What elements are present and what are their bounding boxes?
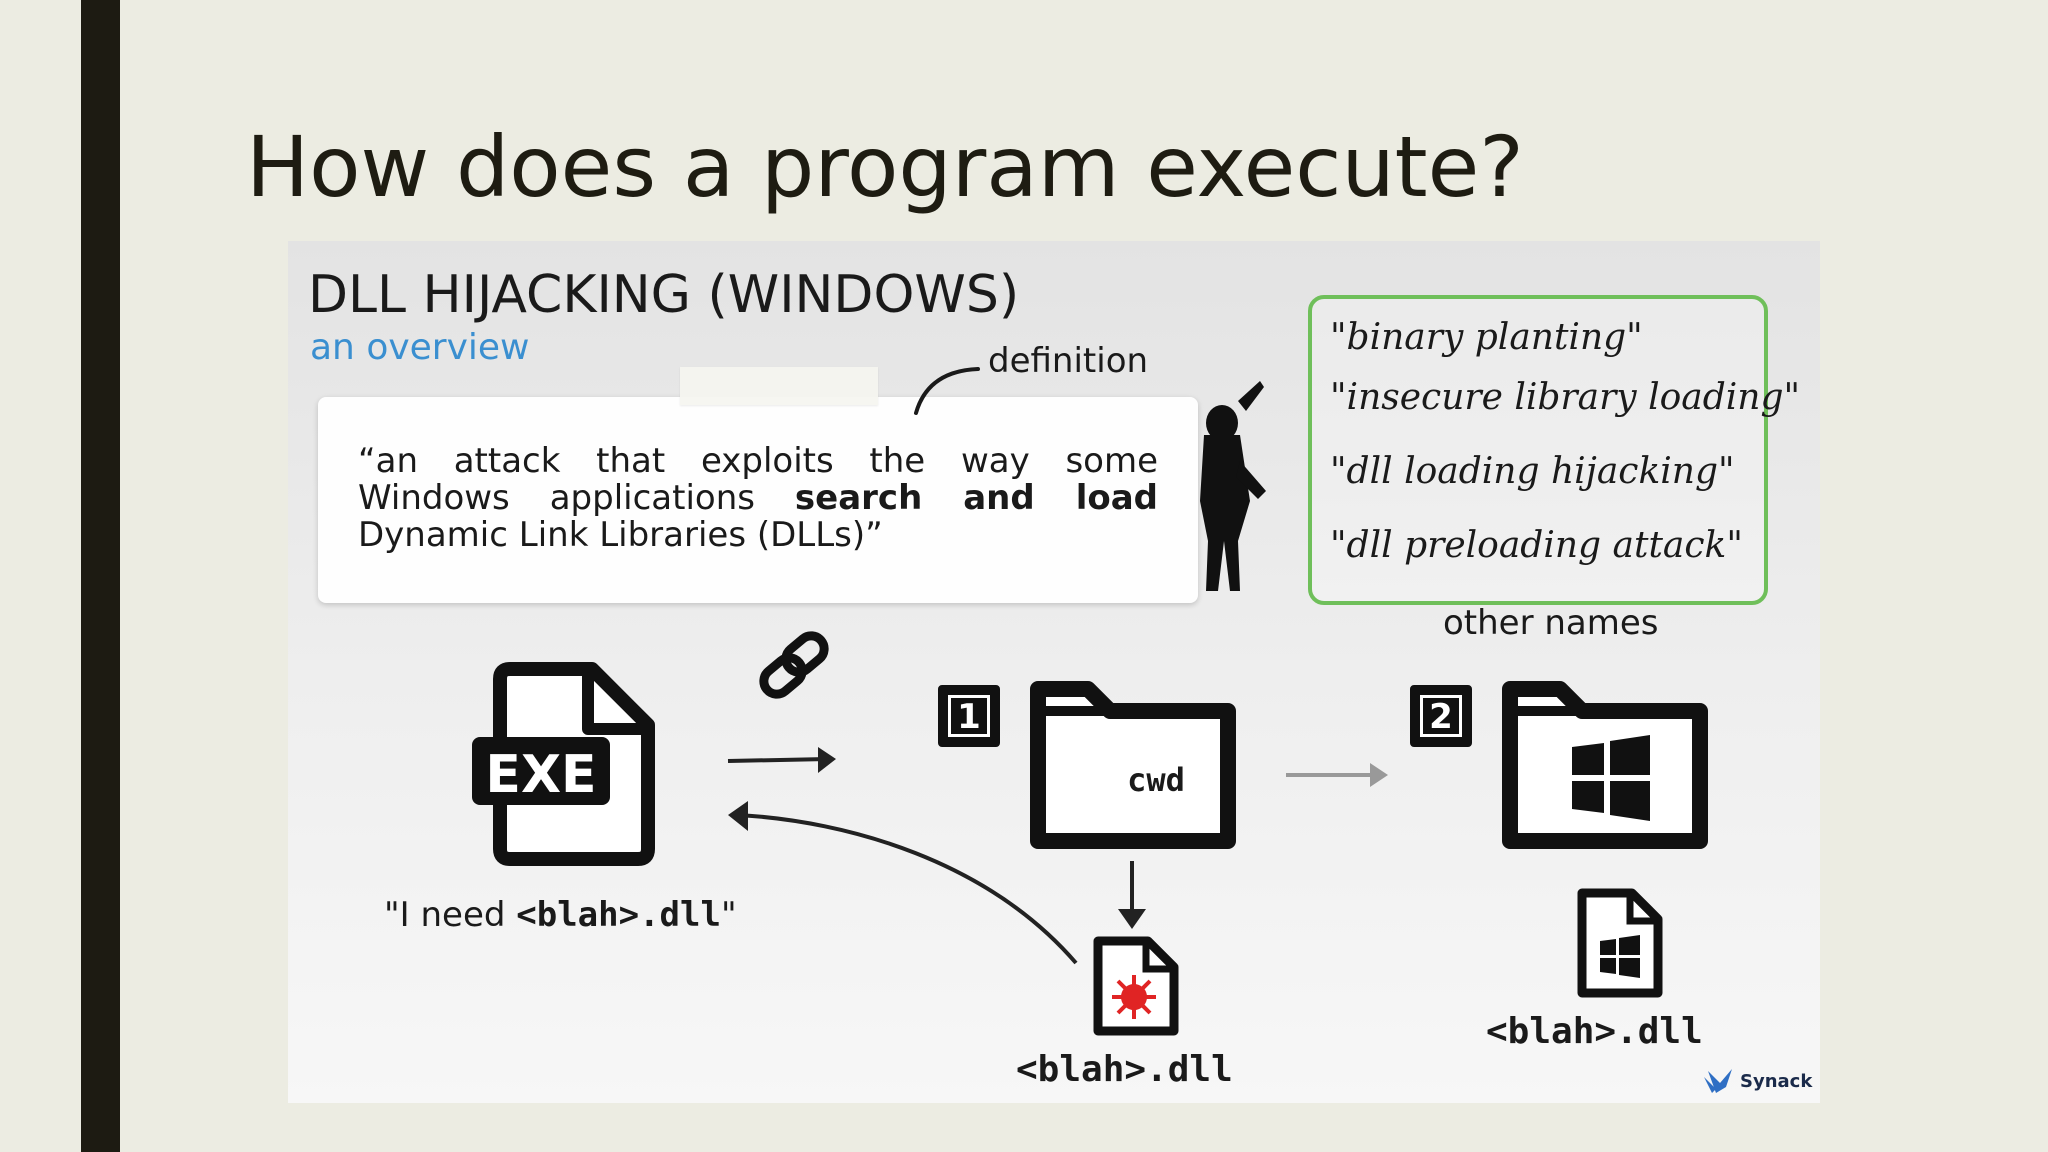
step-1-badge: 1 <box>938 685 1000 747</box>
definition-text: “an attack that exploits the way some Wi… <box>358 443 1158 554</box>
system-dll-caption: <blah>.dll <box>1486 1011 1703 1052</box>
hacker-silhouette-icon <box>1200 381 1266 591</box>
diagram-graphics: EXE <box>472 367 1732 1093</box>
chain-link-icon <box>759 631 829 699</box>
exe-caption-end: " <box>720 895 737 935</box>
other-name-item: "dll loading hijacking" <box>1330 451 1735 492</box>
dll-hijacking-diagram: DLL HIJACKING (WINDOWS) an overview “an … <box>288 241 1820 1103</box>
definition-text-bold: search and load <box>794 478 1158 518</box>
search-next-arrow-head <box>1370 763 1388 787</box>
exe-caption: "I need <blah>.dll" <box>384 895 737 935</box>
definition-pointer-line <box>914 367 980 415</box>
exe-caption-start: "I need <box>384 895 517 935</box>
request-arrow <box>727 757 829 763</box>
step-1-label: 1 <box>948 695 990 737</box>
other-name-item: "dll preloading attack" <box>1330 525 1743 566</box>
definition-box: “an attack that exploits the way some Wi… <box>318 397 1198 603</box>
slide-side-bar <box>81 0 120 1152</box>
windows-logo-icon <box>1572 735 1650 821</box>
synack-logo-icon <box>1704 1069 1732 1093</box>
system-dll-file-icon <box>1577 888 1663 998</box>
diagram-subtitle: an overview <box>310 327 530 368</box>
down-arrow-head <box>1118 909 1146 929</box>
definition-label: definition <box>988 341 1149 381</box>
step-2-label: 2 <box>1420 695 1462 737</box>
definition-tape <box>680 367 878 405</box>
malicious-dll-file-icon <box>1093 936 1179 1036</box>
step-2-badge: 2 <box>1410 685 1472 747</box>
cwd-folder-icon <box>1030 681 1236 849</box>
other-names-box: "binary planting" "insecure library load… <box>1308 295 1800 605</box>
exe-icon-label: EXE <box>485 745 596 805</box>
slide-title: How does a program execute? <box>246 118 1524 216</box>
definition-text-end: Dynamic Link Libraries (DLLs)” <box>358 515 883 555</box>
cwd-label: cwd <box>1127 761 1185 799</box>
definition-text-start: “an attack that exploits the way some Wi… <box>358 441 1158 518</box>
other-names-caption: other names <box>1443 603 1659 643</box>
diagram-title-text: DLL HIJACKING (WINDOWS) <box>308 265 1020 325</box>
virus-icon <box>1112 975 1156 1019</box>
diagram-title: DLL HIJACKING (WINDOWS) <box>308 265 1019 325</box>
other-name-item: "binary planting" <box>1330 317 1643 358</box>
exe-file-icon <box>472 662 655 866</box>
synack-logo-text: Synack <box>1740 1071 1813 1092</box>
malicious-dll-caption: <blah>.dll <box>1016 1049 1233 1090</box>
exe-caption-code: <blah>.dll <box>516 895 721 935</box>
return-arrow <box>737 813 1078 965</box>
request-arrow-head <box>818 747 836 773</box>
windows-folder-icon <box>1502 681 1708 849</box>
other-name-item: "insecure library loading" <box>1330 377 1801 418</box>
windows-logo-small-icon <box>1600 935 1640 978</box>
return-arrow-head <box>728 801 748 831</box>
